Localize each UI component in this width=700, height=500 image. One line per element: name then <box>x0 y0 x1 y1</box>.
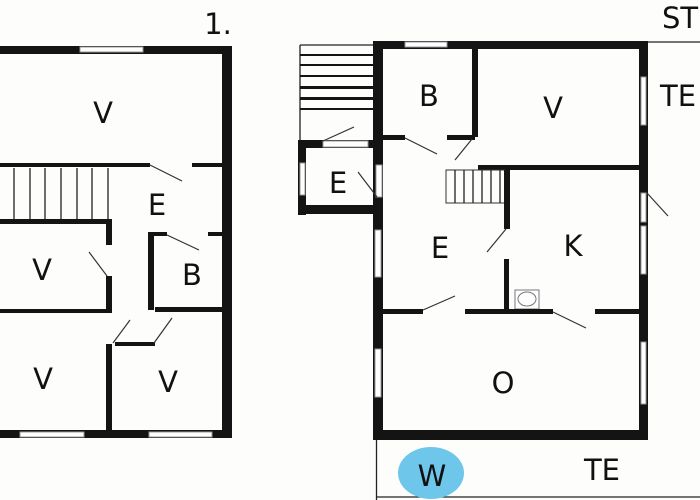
wall <box>106 344 112 432</box>
window <box>19 431 85 438</box>
door <box>486 228 507 253</box>
door <box>422 295 456 311</box>
wall <box>595 309 639 314</box>
floor-heading: ST <box>662 1 698 35</box>
window <box>640 341 647 405</box>
door <box>552 311 587 329</box>
window <box>79 46 144 53</box>
stove-icon <box>517 291 537 307</box>
window <box>640 76 647 126</box>
door-opening <box>640 192 647 223</box>
wall <box>115 342 155 346</box>
room-label: B <box>419 79 439 113</box>
window <box>404 41 448 48</box>
staircase <box>445 169 506 204</box>
door <box>322 126 355 142</box>
floor-plan-upper: 1. V E <box>0 7 232 438</box>
wall <box>373 430 648 440</box>
w-marker <box>398 447 464 499</box>
door <box>149 164 183 182</box>
staircase <box>13 168 109 219</box>
room-label: V <box>93 96 113 130</box>
room-label: E <box>431 231 449 265</box>
wall <box>383 309 423 314</box>
room-label: V <box>32 253 52 287</box>
door <box>166 234 200 251</box>
door <box>404 137 438 155</box>
wall <box>148 232 167 236</box>
wall <box>373 41 648 49</box>
wall <box>155 307 222 312</box>
room-label: TE <box>659 79 696 113</box>
window <box>148 431 213 438</box>
room-label: V <box>33 362 53 396</box>
wall <box>0 309 112 313</box>
wall <box>192 163 222 167</box>
wall <box>383 135 405 140</box>
wall <box>504 170 510 229</box>
wall <box>106 276 112 312</box>
room-label: E <box>329 166 347 200</box>
room-label: TE <box>583 453 620 487</box>
wall <box>447 135 475 140</box>
door <box>153 317 173 344</box>
room-label: V <box>543 91 563 125</box>
floor-heading: 1. <box>204 7 232 41</box>
wall <box>298 205 383 214</box>
window <box>640 225 647 275</box>
door <box>88 251 108 277</box>
wall <box>478 165 639 170</box>
door <box>646 192 669 217</box>
wall <box>465 309 553 314</box>
window <box>299 162 306 196</box>
room-label: B <box>182 258 202 292</box>
room-label: V <box>158 365 178 399</box>
door <box>112 319 131 344</box>
wall <box>148 232 154 310</box>
floor-plan-ground: ST <box>298 1 700 500</box>
wall <box>208 232 222 236</box>
window <box>374 229 382 278</box>
door <box>454 138 473 161</box>
external-staircase <box>299 44 375 142</box>
room-label: K <box>563 229 583 263</box>
wall <box>0 430 232 438</box>
room-label: E <box>148 188 166 222</box>
door <box>357 171 378 198</box>
wall <box>472 49 478 137</box>
window <box>374 348 382 398</box>
room-label: O <box>492 366 515 400</box>
wall <box>0 163 150 167</box>
door-opening <box>322 140 369 148</box>
wall <box>106 219 112 245</box>
wall <box>504 259 509 312</box>
marker-label: W <box>418 459 447 493</box>
wall <box>0 219 112 224</box>
wall <box>222 46 232 438</box>
door-opening <box>375 164 383 198</box>
